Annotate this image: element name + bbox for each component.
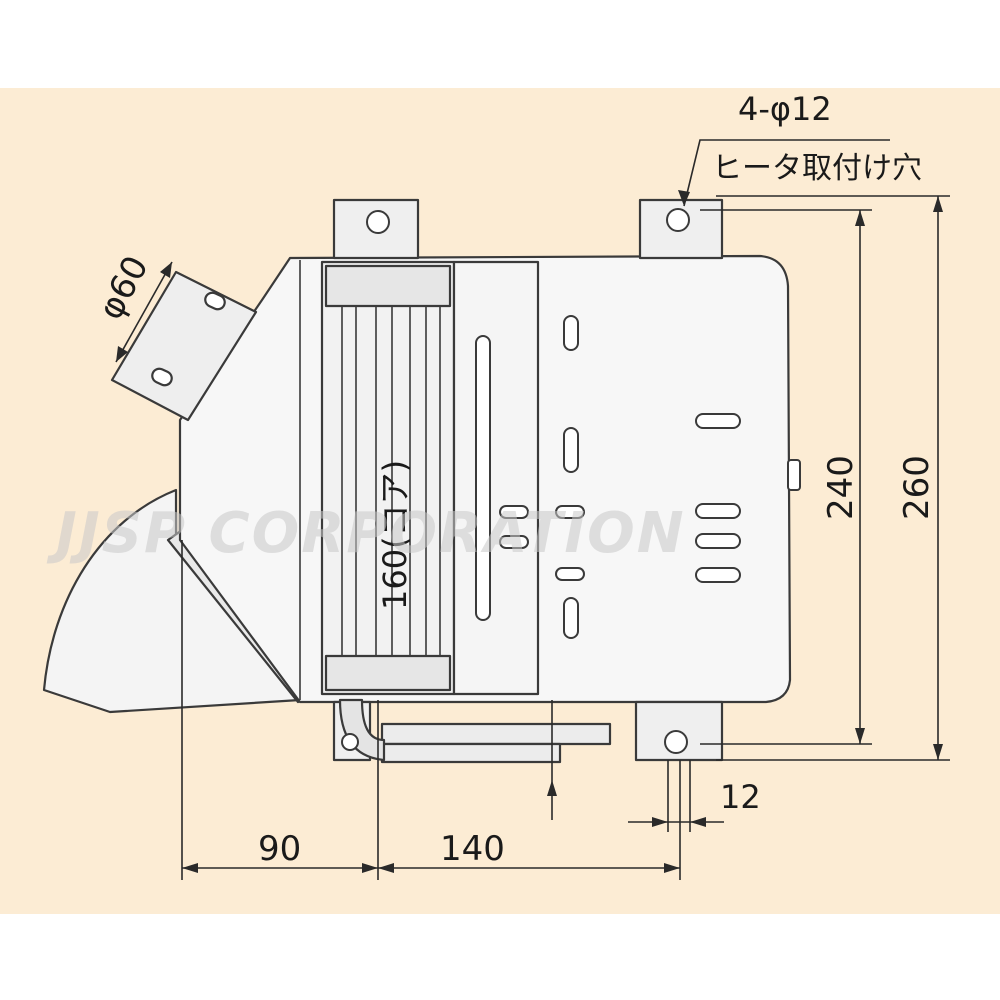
dim-line-phi60	[115, 261, 173, 363]
slot	[555, 505, 585, 519]
slot	[695, 567, 741, 583]
pipe-elbow	[338, 698, 386, 762]
slot	[499, 505, 529, 519]
slot	[695, 413, 741, 429]
coolant-pipe-lower	[380, 742, 562, 764]
total-height-label: 260	[897, 455, 937, 520]
hole-diameter-label: 12	[720, 778, 761, 816]
body-slots	[475, 315, 801, 639]
slot	[563, 597, 579, 639]
fan-shroud-arc	[42, 488, 302, 714]
slot	[695, 533, 741, 549]
mount-hole-desc-label: ヒータ取付け穴	[712, 151, 922, 186]
mount-hole-leader	[683, 139, 890, 207]
core-fins	[299, 260, 539, 700]
core-block	[320, 260, 456, 696]
duct-slot-top	[204, 291, 226, 311]
side-knob	[787, 459, 801, 491]
slot	[475, 335, 491, 621]
mount-hole	[664, 730, 688, 754]
hole-spacing-vertical-label: 240	[821, 455, 861, 520]
hole-spacing-horizontal-label: 140	[440, 829, 505, 869]
arrowheads	[116, 190, 943, 873]
core-top-header	[324, 264, 452, 308]
mount-hole-count-label: 4-φ12	[738, 90, 832, 128]
mount-holes	[341, 208, 690, 754]
watermark: JJSP CORPORATION	[46, 501, 686, 566]
core-height-label: 160(コア)	[376, 460, 414, 610]
duct-offset-label: 90	[258, 829, 301, 869]
coolant-pipe-upper	[380, 722, 612, 746]
heater-unit	[42, 198, 792, 764]
core-bottom-header	[324, 654, 452, 692]
mount-hole	[366, 210, 390, 234]
slot	[563, 427, 579, 473]
slot	[695, 503, 741, 519]
slot	[499, 535, 529, 549]
mount-hole	[666, 208, 690, 232]
dimension-lines	[115, 139, 950, 880]
side-panel	[452, 260, 540, 696]
slot	[555, 567, 585, 581]
slot	[563, 315, 579, 351]
duct-slot-bottom	[151, 367, 173, 387]
mount-hole	[341, 733, 359, 751]
